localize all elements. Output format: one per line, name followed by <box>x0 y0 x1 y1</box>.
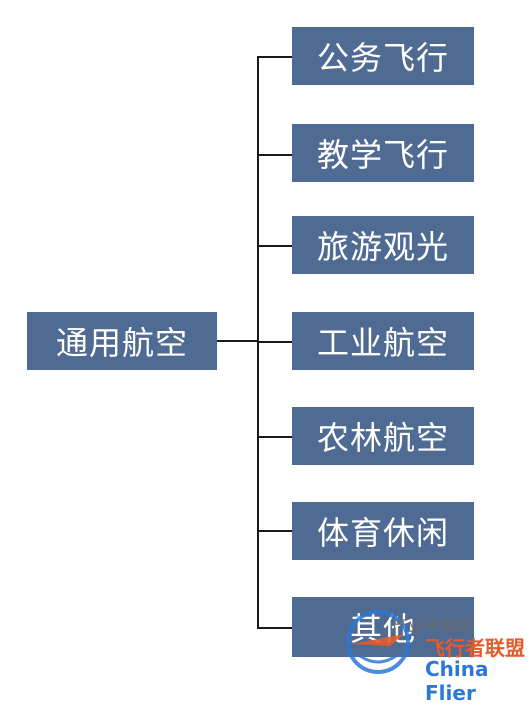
watermark-text-en: China Flier <box>425 657 489 705</box>
root-connector <box>217 340 259 342</box>
watermark-logo-icon <box>346 610 410 674</box>
branch-line-6 <box>257 530 292 532</box>
child-node-label: 农林航空 <box>316 419 449 457</box>
root-node: 通用航空 <box>27 312 217 370</box>
child-node-3: 旅游观光 <box>292 216 474 274</box>
branch-line-5 <box>257 436 292 438</box>
child-node-label: 公务飞行 <box>316 39 449 77</box>
child-node-1: 公务飞行 <box>292 27 474 85</box>
watermark-text-institute: 产业研究院 <box>392 616 473 635</box>
branch-line-3 <box>257 245 292 247</box>
root-node-label: 通用航空 <box>55 324 188 362</box>
tree-diagram: 通用航空 公务飞行 教学飞行 旅游观光 工业航空 农林航空 体育休闲 其他 产业… <box>27 27 525 705</box>
branch-line-2 <box>257 154 292 156</box>
child-node-2: 教学飞行 <box>292 124 474 182</box>
branch-line-7 <box>257 627 292 629</box>
watermark-text-cn: 飞行者联盟 <box>425 636 525 660</box>
branch-line-4 <box>257 341 292 343</box>
child-node-6: 体育休闲 <box>292 502 474 560</box>
child-node-label: 旅游观光 <box>316 228 449 266</box>
child-node-5: 农林航空 <box>292 407 474 465</box>
branch-line-1 <box>257 56 292 58</box>
child-node-4: 工业航空 <box>292 312 474 370</box>
child-node-label: 工业航空 <box>316 324 449 362</box>
child-node-label: 教学飞行 <box>316 136 449 174</box>
child-node-label: 体育休闲 <box>316 514 449 552</box>
